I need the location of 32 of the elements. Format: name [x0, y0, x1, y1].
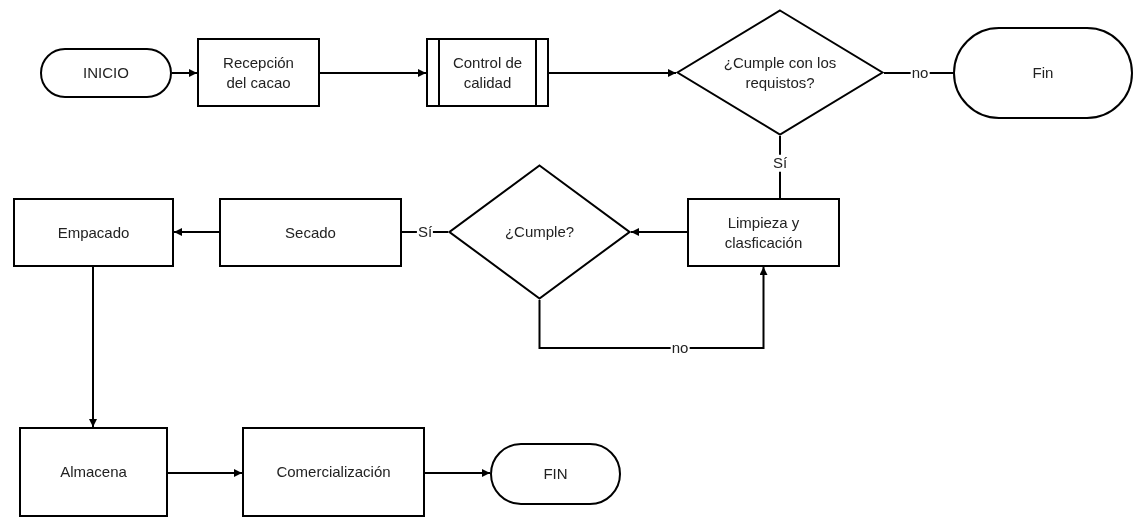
node-label: Limpieza y clasficación [723, 213, 804, 252]
connector-arrow [173, 228, 220, 236]
decision-diamond [676, 9, 884, 136]
connector-arrow [424, 469, 491, 477]
process-box [219, 198, 402, 267]
process-box [242, 427, 425, 517]
connector-arrow [538, 266, 768, 349]
predefined-process-box [426, 38, 549, 107]
terminal-node [40, 48, 172, 98]
process-box [13, 198, 174, 267]
node-label: Comercialización [275, 462, 392, 482]
process-box [687, 198, 840, 267]
node-label: Empacado [56, 222, 131, 243]
node-label: ¿Cumple? [503, 222, 576, 242]
connector-arrow [89, 266, 97, 428]
connector-arrow [319, 69, 427, 77]
connector-arrow [167, 469, 243, 477]
node-label: ¿Cumple con los requistos? [722, 53, 838, 92]
node-label: Fin [1031, 63, 1055, 83]
process-box [19, 427, 168, 517]
edge-label: Sí [771, 154, 789, 172]
node-label: Almacena [59, 462, 128, 482]
decision-diamond [448, 164, 631, 300]
process-box [197, 38, 320, 107]
node-label: Recepción del cacao [222, 53, 295, 92]
node-label: FIN [542, 464, 569, 484]
connector-arrow [630, 228, 688, 236]
node-label: INICIO [82, 63, 130, 83]
connector-arrow [171, 69, 198, 77]
node-label: Control de calidad [451, 53, 524, 92]
connector-arrow [548, 69, 677, 77]
node-label: Secado [284, 222, 337, 243]
